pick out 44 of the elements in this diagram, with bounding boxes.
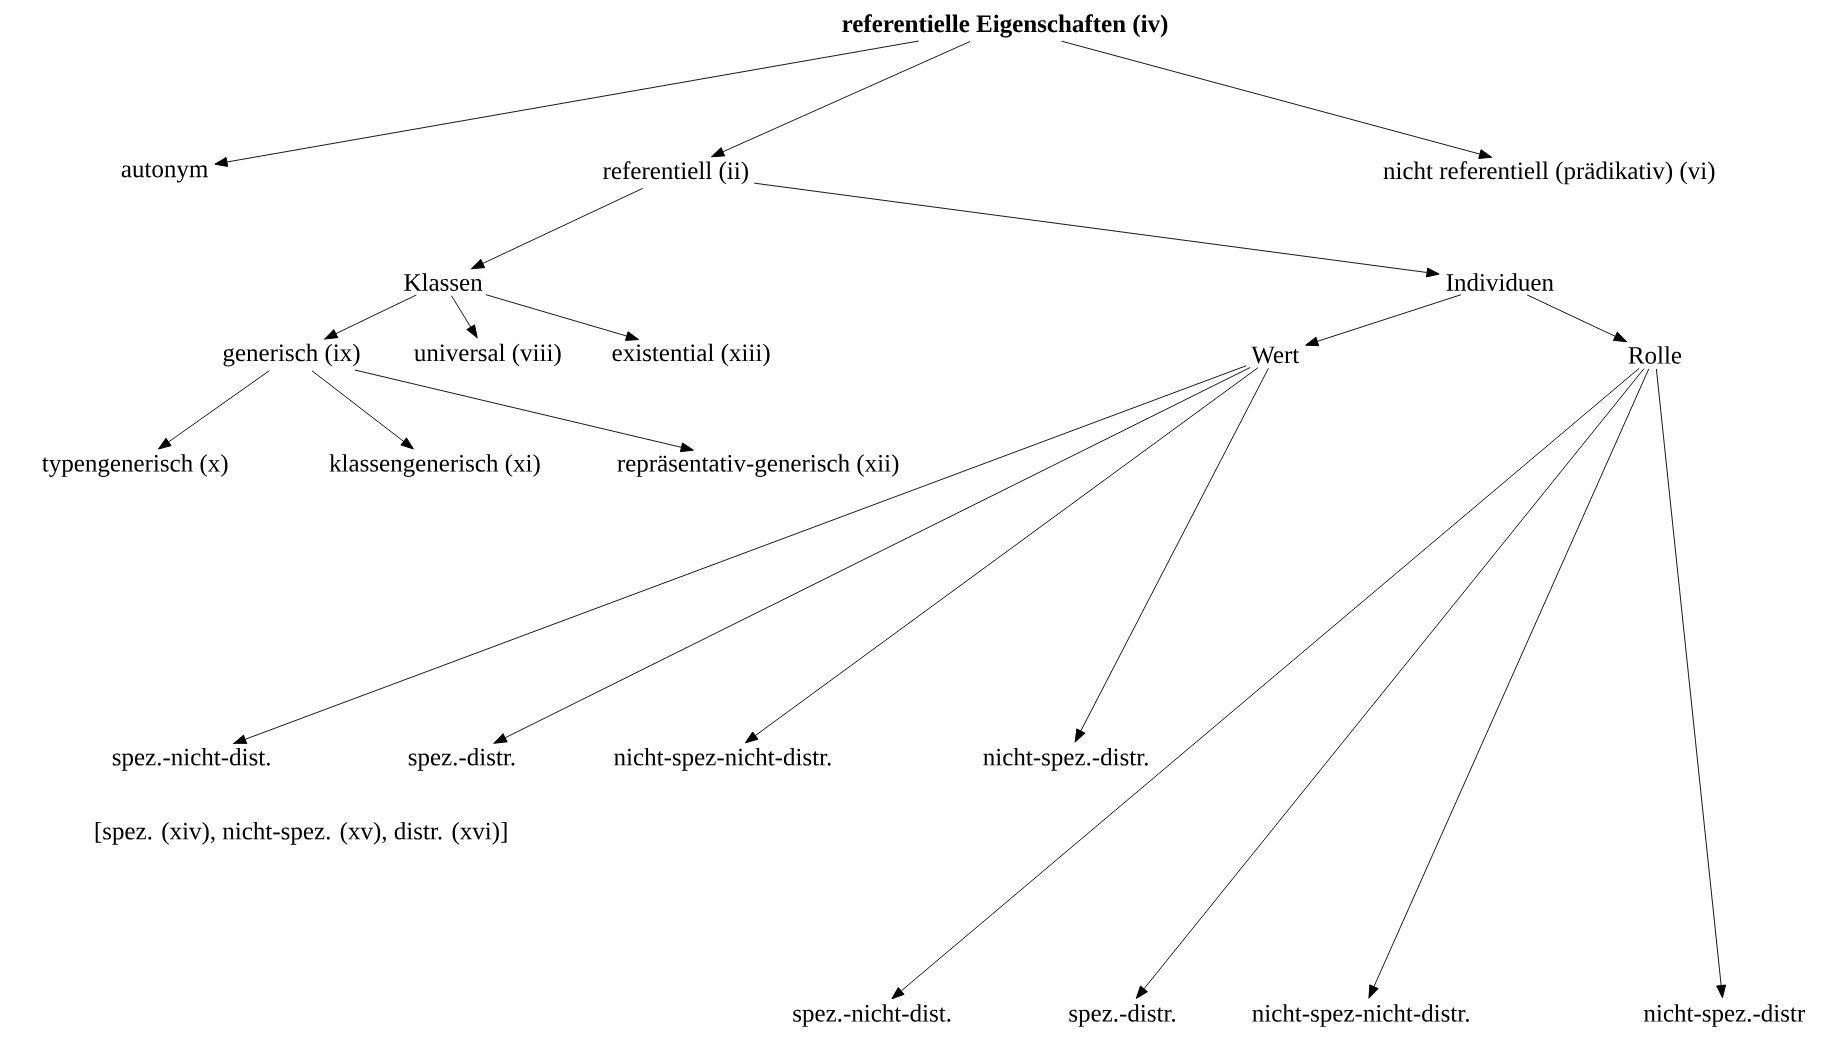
note: [spez. (xiv), nicht-spez. (xv), distr. (xvi)] (95, 822, 507, 845)
node-label: nicht-spez-nicht-distr. (1252, 1004, 1469, 1027)
node-label: repräsentativ-generisch (xii) (617, 454, 899, 477)
arrow (745, 367, 1259, 744)
node-label: spez.-distr. (1069, 1004, 1176, 1027)
node-label: Rolle (1628, 346, 1682, 364)
node-label: nicht-spez-nicht-distr. (614, 748, 831, 771)
node-label: typengenerisch (x) (42, 454, 228, 477)
node-label: Klassen (404, 273, 483, 291)
node-label: referentielle Eigenschaften (iv) (842, 14, 1168, 38)
node-label: nicht referentiell (prädikativ) (vi) (1383, 161, 1715, 185)
node-label: spez.-distr. (408, 748, 515, 771)
node-label: universal (viii) (414, 343, 561, 367)
arrow (1655, 368, 1727, 999)
arrow (214, 40, 920, 167)
arrow (311, 370, 414, 450)
node-label: spez.-nicht-dist. (112, 748, 270, 771)
arrow (471, 187, 644, 270)
arrow (233, 365, 1247, 745)
node-label: autonym (121, 163, 208, 183)
arrow (324, 294, 417, 340)
arrow (1526, 294, 1627, 343)
arrow (753, 182, 1440, 278)
arrow (1074, 367, 1269, 743)
arrow (451, 295, 478, 339)
arrow (1305, 294, 1462, 347)
node-label: Wert (1251, 346, 1300, 364)
arrow (891, 367, 1640, 1000)
node-label: klassengenerisch (xi) (329, 454, 540, 477)
arrow (354, 369, 694, 453)
node-label: existential (xiii) (612, 343, 770, 367)
arrow (485, 294, 639, 341)
arrow (1061, 40, 1493, 159)
node-label: Individuen (1446, 273, 1554, 291)
arrow (1135, 368, 1645, 999)
arrow (1368, 368, 1650, 999)
node-label: generisch (ix) (223, 343, 360, 367)
arrow (493, 367, 1251, 744)
arrow (158, 370, 270, 450)
node-label: referentiell (ii) (603, 161, 748, 185)
node-label: nicht-spez.-distr. (983, 748, 1148, 771)
node-label: nicht-spez.-distr (1644, 1004, 1805, 1027)
node-label: spez.-nicht-dist. (793, 1004, 951, 1027)
arrow (711, 41, 971, 158)
